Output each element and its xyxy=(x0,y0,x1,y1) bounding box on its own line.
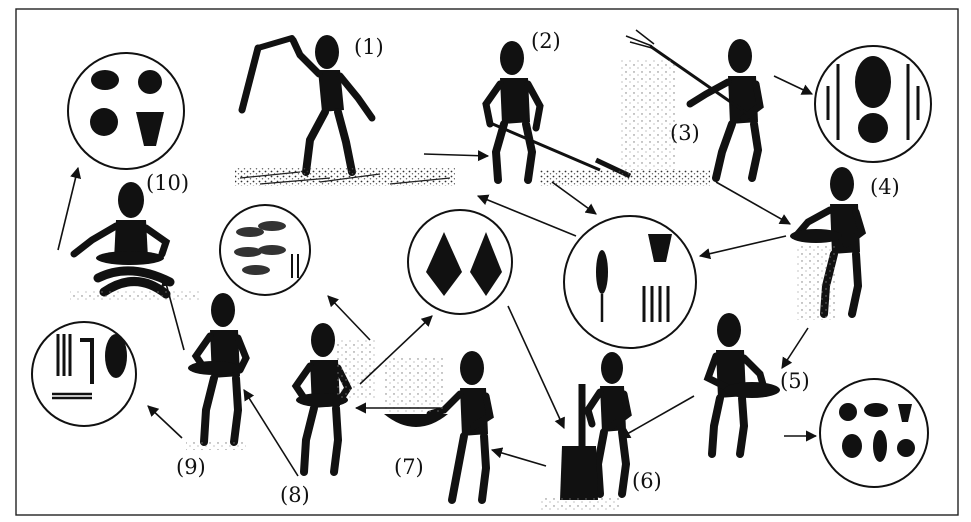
figure-step-9-sifting xyxy=(188,293,246,442)
figure-step-10-sorting xyxy=(74,182,170,294)
figure-step-5-basket xyxy=(708,313,780,454)
inset-circle-wheat-mortar xyxy=(564,216,696,348)
falling-grain-step-8 xyxy=(336,340,376,400)
chaff-spray-step-3 xyxy=(620,60,676,170)
step-label-10: (10) xyxy=(146,171,189,195)
step-label-6: (6) xyxy=(632,469,662,493)
step-label-2: (2) xyxy=(531,29,561,53)
inset-circle-seeds-top-left xyxy=(68,53,184,169)
figure-step-1-threshing xyxy=(242,35,372,172)
inset-circle-stalks-bottom-left xyxy=(32,322,136,426)
ground-dust-step-10 xyxy=(70,290,200,302)
step-label-9: (9) xyxy=(176,455,206,479)
ground-dust-step-6 xyxy=(540,498,620,510)
grain-pile-step-2 xyxy=(540,170,710,186)
step-label-3: (3) xyxy=(670,121,700,145)
step-label-4: (4) xyxy=(870,175,900,199)
inset-circle-grain-slices xyxy=(220,205,310,295)
step-label-5: (5) xyxy=(780,369,810,393)
inset-circle-sorted-grains-bottom-right xyxy=(820,379,928,487)
ground-dust-step-9 xyxy=(186,440,246,450)
figure-step-2-raking xyxy=(486,41,630,180)
step-label-1: (1) xyxy=(354,35,384,59)
inset-circle-grains-top-right xyxy=(815,46,931,162)
tossed-grain-step-7 xyxy=(384,356,444,412)
step-label-7: (7) xyxy=(394,455,424,479)
sieve-falling-grain-step-4 xyxy=(796,244,836,320)
figure-step-6-pounding xyxy=(560,352,628,500)
step-label-8: (8) xyxy=(280,483,310,507)
inset-circle-husk-grains xyxy=(408,210,512,314)
